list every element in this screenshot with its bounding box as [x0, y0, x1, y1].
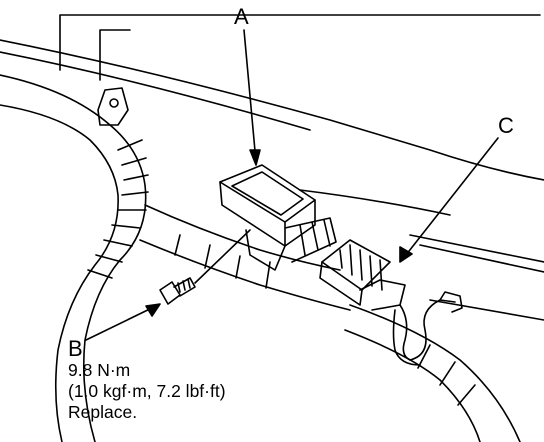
torque-alt-units: (1.0 kgf·m, 7.2 lbf·ft) [68, 381, 226, 401]
sensor-unit [219, 164, 337, 271]
callout-b: B [68, 336, 83, 361]
mounting-bolt [159, 277, 196, 305]
harness-bracket [97, 87, 129, 126]
callout-a: A [234, 4, 249, 29]
torque-nm: 9.8 N·m [68, 360, 131, 380]
leader-a [243, 29, 261, 166]
leader-c [399, 137, 499, 263]
callout-c: C [498, 113, 514, 138]
replace-note: Replace. [68, 402, 138, 422]
bolt-axis-line [194, 229, 251, 284]
sensor-connector [319, 239, 463, 366]
wire-harness [0, 74, 521, 442]
body-panel [0, 14, 544, 321]
torque-spec: 9.8 N·m (1.0 kgf·m, 7.2 lbf·ft) Replace. [68, 360, 226, 423]
leader-b [85, 303, 161, 341]
